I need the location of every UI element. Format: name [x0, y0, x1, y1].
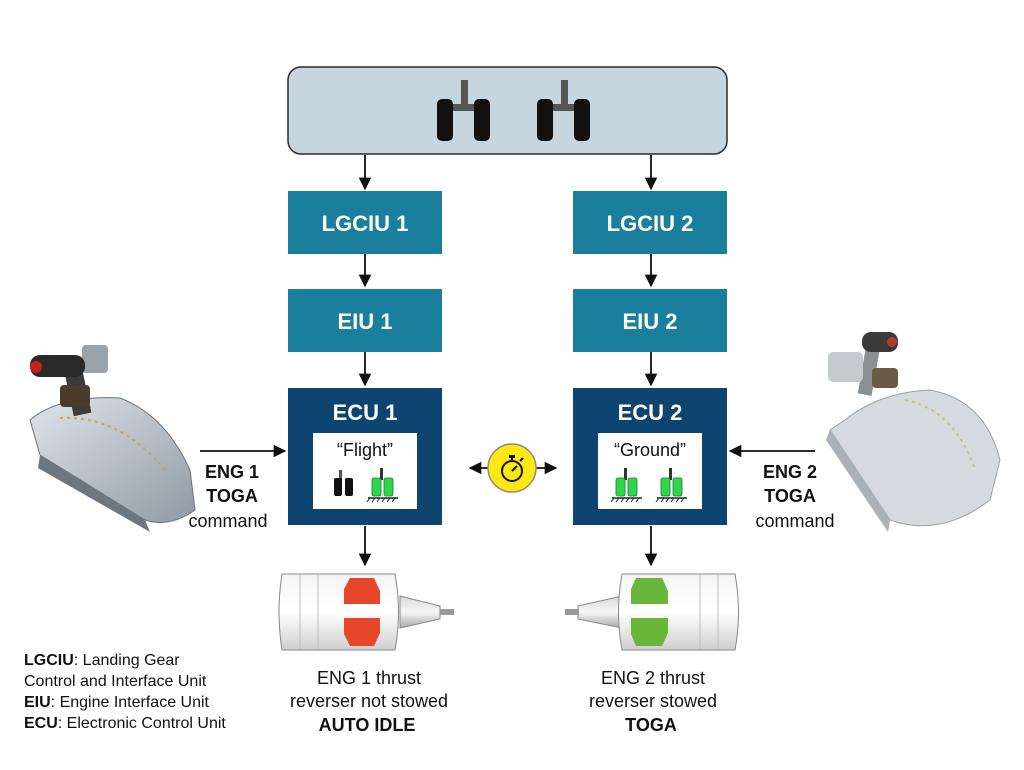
- eng-2-command-line2: TOGA: [764, 486, 816, 506]
- legend-item-eiu: EIU: Engine Interface Unit: [24, 692, 274, 713]
- legend-item-lgciu-cont: Control and Interface Unit: [24, 671, 274, 692]
- lgciu-2-label: LGCIU 2: [607, 211, 694, 236]
- legend: LGCIU: Landing Gear Control and Interfac…: [24, 650, 274, 734]
- thrust-lever-2-image: [826, 332, 1001, 532]
- ecu-2-gear-ground-right-icon: [655, 468, 687, 503]
- eiu-2-box: EIU 2: [573, 289, 727, 352]
- ecu-2-status-panel: [598, 433, 702, 509]
- eng-1-outcome-line3: AUTO IDLE: [319, 715, 416, 735]
- engine-2-image: [565, 573, 739, 651]
- eiu-1-label: EIU 1: [337, 309, 392, 334]
- ecu-1-label: ECU 1: [333, 400, 398, 425]
- ecu-2-status-text: “Ground”: [614, 440, 686, 460]
- eng-2-outcome-caption: ENG 2 thrust reverser stowed TOGA: [589, 668, 717, 735]
- legend-term-lgciu: LGCIU: [24, 652, 74, 669]
- eng-1-command-line1: ENG 1: [205, 462, 259, 482]
- ecu-1-box: ECU 1 “Flight”: [288, 388, 442, 525]
- legend-item-ecu: ECU: Electronic Control Unit: [24, 713, 274, 734]
- stopwatch-icon: [501, 455, 524, 482]
- eng-2-command-caption: ENG 2 TOGA command: [755, 462, 834, 531]
- landing-gear-right-icon: [537, 80, 590, 141]
- ecu-2-box: ECU 2 “Ground”: [573, 388, 727, 525]
- lgciu-1-box: LGCIU 1: [288, 191, 442, 254]
- ecu-1-status-panel: [313, 433, 417, 509]
- ecu-2-label: ECU 2: [618, 400, 683, 425]
- eng-2-command-line1: ENG 2: [763, 462, 817, 482]
- ecu-1-gear-ground-icon: [366, 468, 398, 503]
- ecu-cross-link: [468, 443, 558, 493]
- legend-def-eiu: : Engine Interface Unit: [50, 694, 209, 711]
- eng-1-command-caption: ENG 1 TOGA command: [188, 462, 267, 531]
- eng-1-command-line3: command: [188, 511, 267, 531]
- eng-1-command-line2: TOGA: [206, 486, 258, 506]
- eng-2-command-line3: command: [755, 511, 834, 531]
- legend-def-lgciu-line1: : Landing Gear: [73, 652, 180, 669]
- ecu-2-gear-ground-left-icon: [610, 468, 642, 503]
- engine-1-image: [278, 573, 454, 651]
- legend-def-ecu: : Electronic Control Unit: [57, 715, 226, 732]
- ecu-1-gear-airborne-icon: [334, 470, 353, 496]
- engine-2-reverser-upper: [631, 578, 668, 604]
- lgciu-1-label: LGCIU 1: [322, 211, 409, 236]
- engine-1-reverser-upper: [344, 578, 380, 604]
- landing-gear-left-icon: [437, 80, 490, 141]
- eng-2-outcome-line2: reverser stowed: [589, 691, 717, 711]
- ecu-1-status-text: “Flight”: [337, 440, 393, 460]
- eng-1-outcome-line2: reverser not stowed: [290, 691, 448, 711]
- legend-term-eiu: EIU: [24, 694, 51, 711]
- thrust-lever-1-image: [29, 345, 196, 532]
- lgciu-2-box: LGCIU 2: [573, 191, 727, 254]
- eiu-1-box: EIU 1: [288, 289, 442, 352]
- legend-def-lgciu-line2: Control and Interface Unit: [24, 673, 207, 690]
- eng-2-outcome-line3: TOGA: [625, 715, 677, 735]
- engine-1-reverser-lower: [344, 618, 380, 646]
- eng-2-outcome-line1: ENG 2 thrust: [601, 668, 705, 688]
- eng-1-outcome-caption: ENG 1 thrust reverser not stowed AUTO ID…: [290, 668, 448, 735]
- engine-2-reverser-lower: [631, 618, 668, 646]
- landing-gear-panel: [287, 66, 728, 155]
- eng-1-outcome-line1: ENG 1 thrust: [317, 668, 421, 688]
- legend-term-ecu: ECU: [24, 715, 58, 732]
- eiu-2-label: EIU 2: [622, 309, 677, 334]
- legend-item-lgciu: LGCIU: Landing Gear: [24, 650, 274, 671]
